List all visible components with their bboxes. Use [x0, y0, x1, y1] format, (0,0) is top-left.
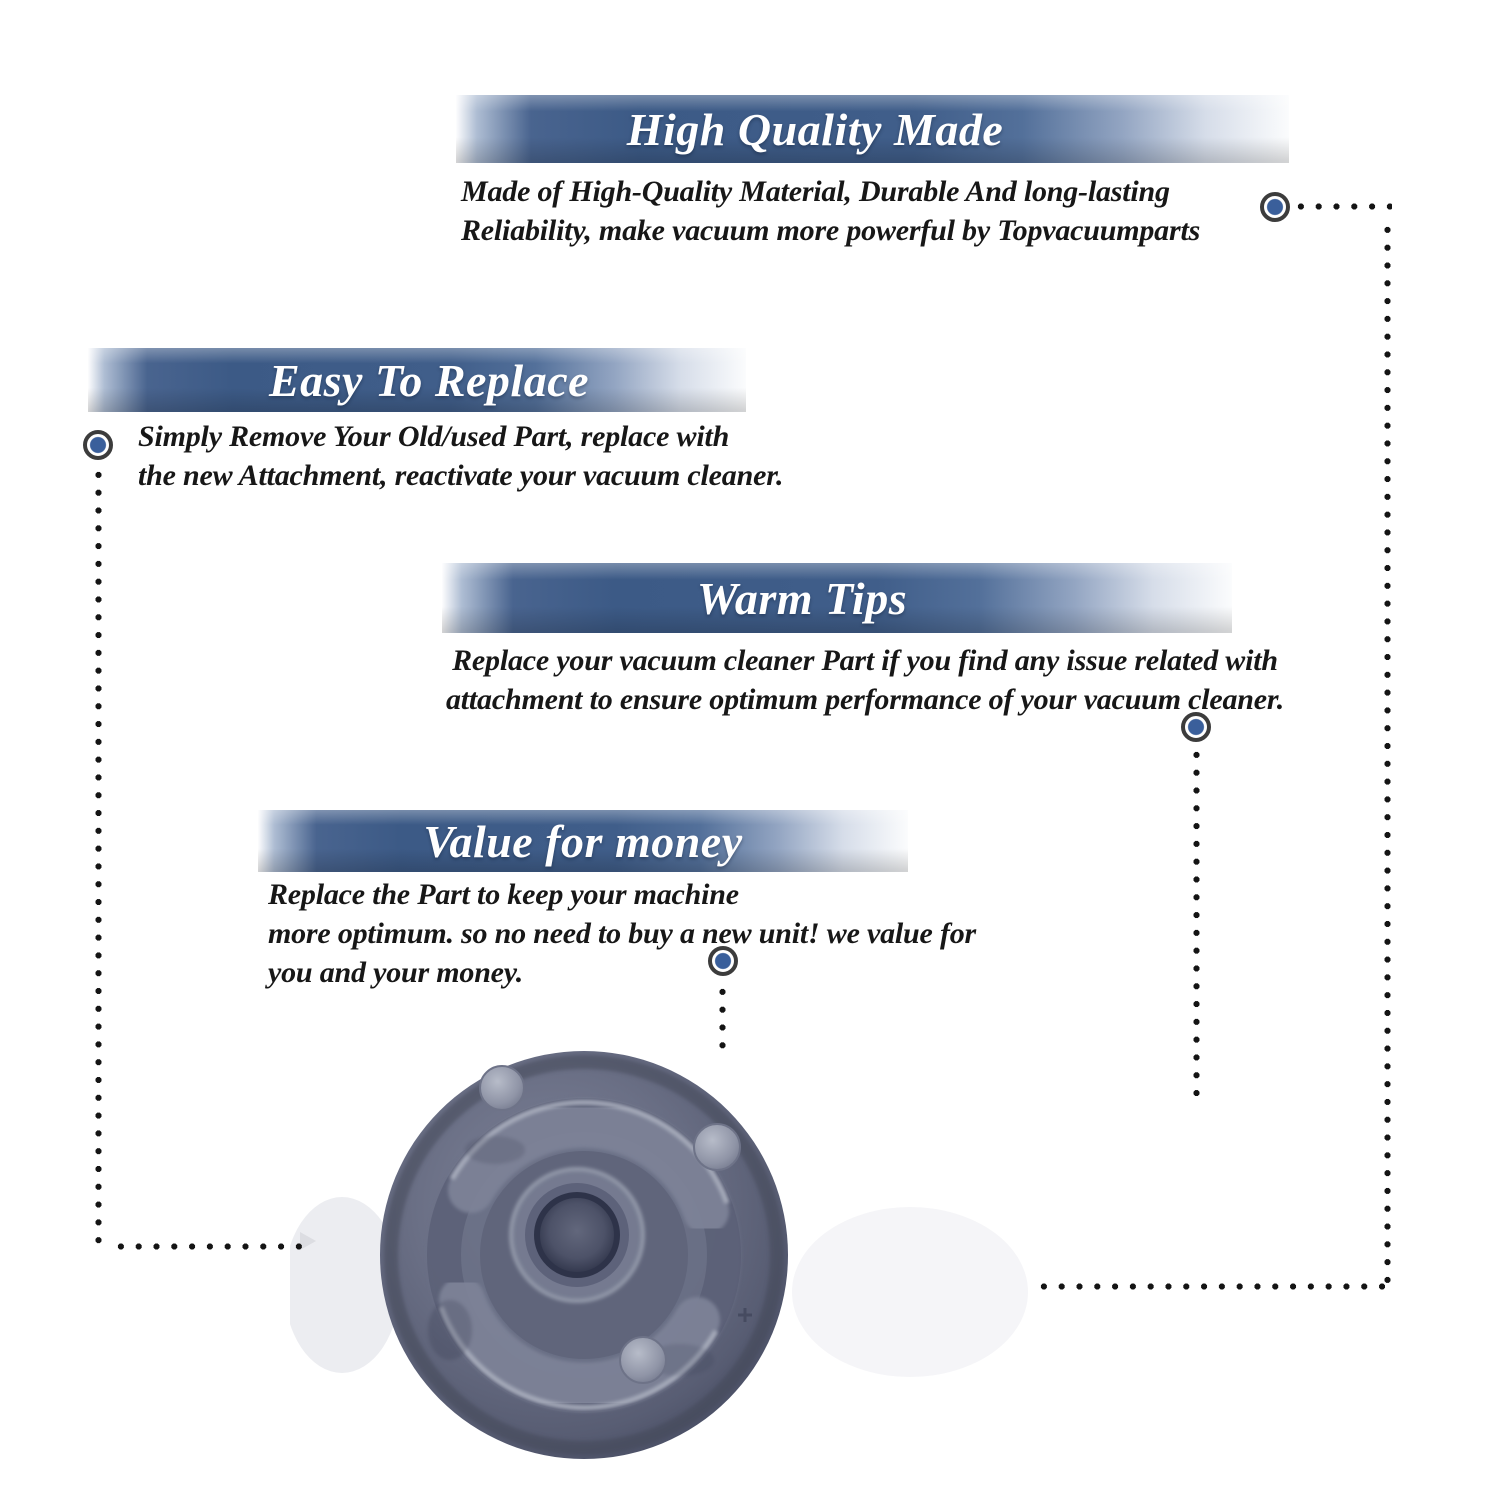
callout-marker-warm-tips: [1181, 712, 1211, 742]
callout-marker-value-for-money: [708, 946, 738, 976]
dotted-line-high-quality-top: [1292, 203, 1392, 210]
part-boss: [619, 1336, 667, 1384]
section-title-high-quality-made: High Quality Made: [626, 103, 1004, 155]
body-line: the new Attachment, reactivate your vacu…: [138, 459, 784, 492]
faint-arrowhead: [300, 1232, 316, 1250]
body-line: Reliability, make vacuum more powerful b…: [461, 214, 1201, 247]
part-center-hole: [534, 1192, 620, 1278]
soft-shadow-right: [792, 1207, 1028, 1377]
section-body-easy-to-replace: Simply Remove Your Old/used Part, replac…: [138, 417, 784, 495]
dotted-line-warm-tips: [1193, 746, 1200, 1106]
section-title-easy-to-replace: Easy To Replace: [268, 354, 590, 406]
soft-shadow-left: [290, 1197, 400, 1373]
product-photo-vacuum-part: [290, 1051, 1028, 1459]
dotted-line-high-quality-right: [1384, 221, 1391, 1289]
section-banner-warm-tips: Warm Tips: [442, 563, 1232, 633]
section-banner-easy-to-replace: Easy To Replace: [88, 348, 746, 412]
callout-marker-easy-to-replace: [83, 430, 113, 460]
section-banner-high-quality-made: High Quality Made: [456, 95, 1289, 163]
body-line: you and your money.: [268, 956, 524, 989]
body-line: Made of High-Quality Material, Durable A…: [461, 175, 1170, 208]
part-boss: [693, 1123, 741, 1171]
callout-marker-high-quality-made: [1260, 192, 1290, 222]
section-title-value-for-money: Value for money: [423, 815, 743, 867]
section-title-warm-tips: Warm Tips: [696, 572, 908, 624]
section-body-high-quality-made: Made of High-Quality Material, Durable A…: [461, 172, 1200, 250]
dotted-line-easy-left: [95, 466, 102, 1254]
section-banner-value-for-money: Value for money: [258, 810, 908, 872]
dotted-line-high-quality-bottom: [1035, 1283, 1387, 1290]
section-body-warm-tips: Replace your vacuum cleaner Part if you …: [415, 641, 1315, 719]
body-line: Replace the Part to keep your machine: [268, 878, 739, 911]
body-line: Simply Remove Your Old/used Part, replac…: [138, 420, 730, 453]
body-line: Replace your vacuum cleaner Part if you …: [452, 644, 1278, 677]
section-body-value-for-money: Replace the Part to keep your machine mo…: [268, 875, 976, 992]
dotted-line-easy-bottom: [112, 1243, 304, 1250]
body-line: more optimum. so no need to buy a new un…: [268, 917, 977, 950]
dotted-line-value: [719, 983, 726, 1057]
part-boss: [479, 1065, 525, 1111]
body-line: attachment to ensure optimum performance…: [445, 683, 1285, 716]
